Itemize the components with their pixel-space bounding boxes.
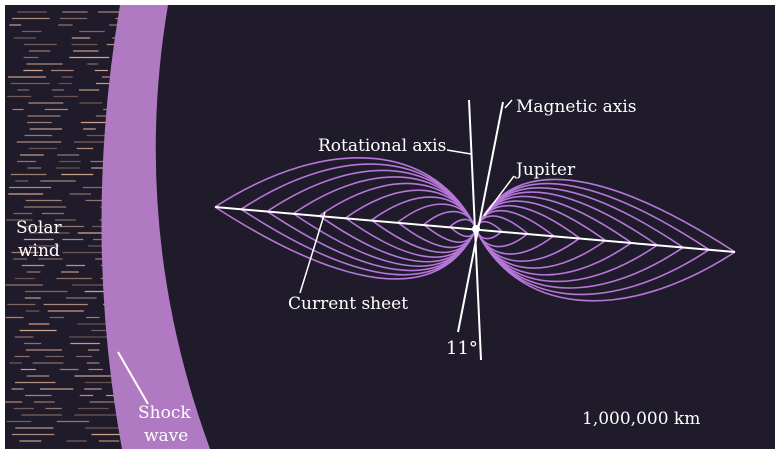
left-field-line: [214, 157, 477, 230]
shock-wave-label-line2: wave: [144, 426, 188, 446]
rotational-axis-leader: [446, 149, 472, 155]
magnetic-field-lines: [214, 157, 736, 302]
scale-label: 1,000,000 km: [582, 409, 700, 429]
shock-wave-band: [101, 5, 210, 449]
magnetic-axis-line: [457, 101, 504, 333]
current-sheet-leader: [299, 211, 326, 294]
magnetic-axis-label: Magnetic axis: [516, 97, 637, 117]
tilt-angle-label: 11°: [446, 338, 478, 359]
rotational-axis-label: Rotational axis: [318, 136, 446, 156]
jupiter-leader: [483, 175, 515, 217]
right-field-line: [475, 228, 736, 302]
magnetic-axis-leader: [504, 99, 513, 109]
shock-wave-label-line1: Shock: [138, 403, 191, 423]
solar-wind-label-line2: wind: [18, 241, 60, 261]
jupiter-dot: [472, 225, 480, 233]
solar-wind-label-line1: Solar: [16, 218, 62, 238]
shock-wave-leader: [117, 351, 149, 405]
jupiter-label: Jupiter: [514, 160, 576, 180]
current-sheet-label: Current sheet: [288, 294, 408, 314]
left-field-line: [214, 206, 477, 280]
